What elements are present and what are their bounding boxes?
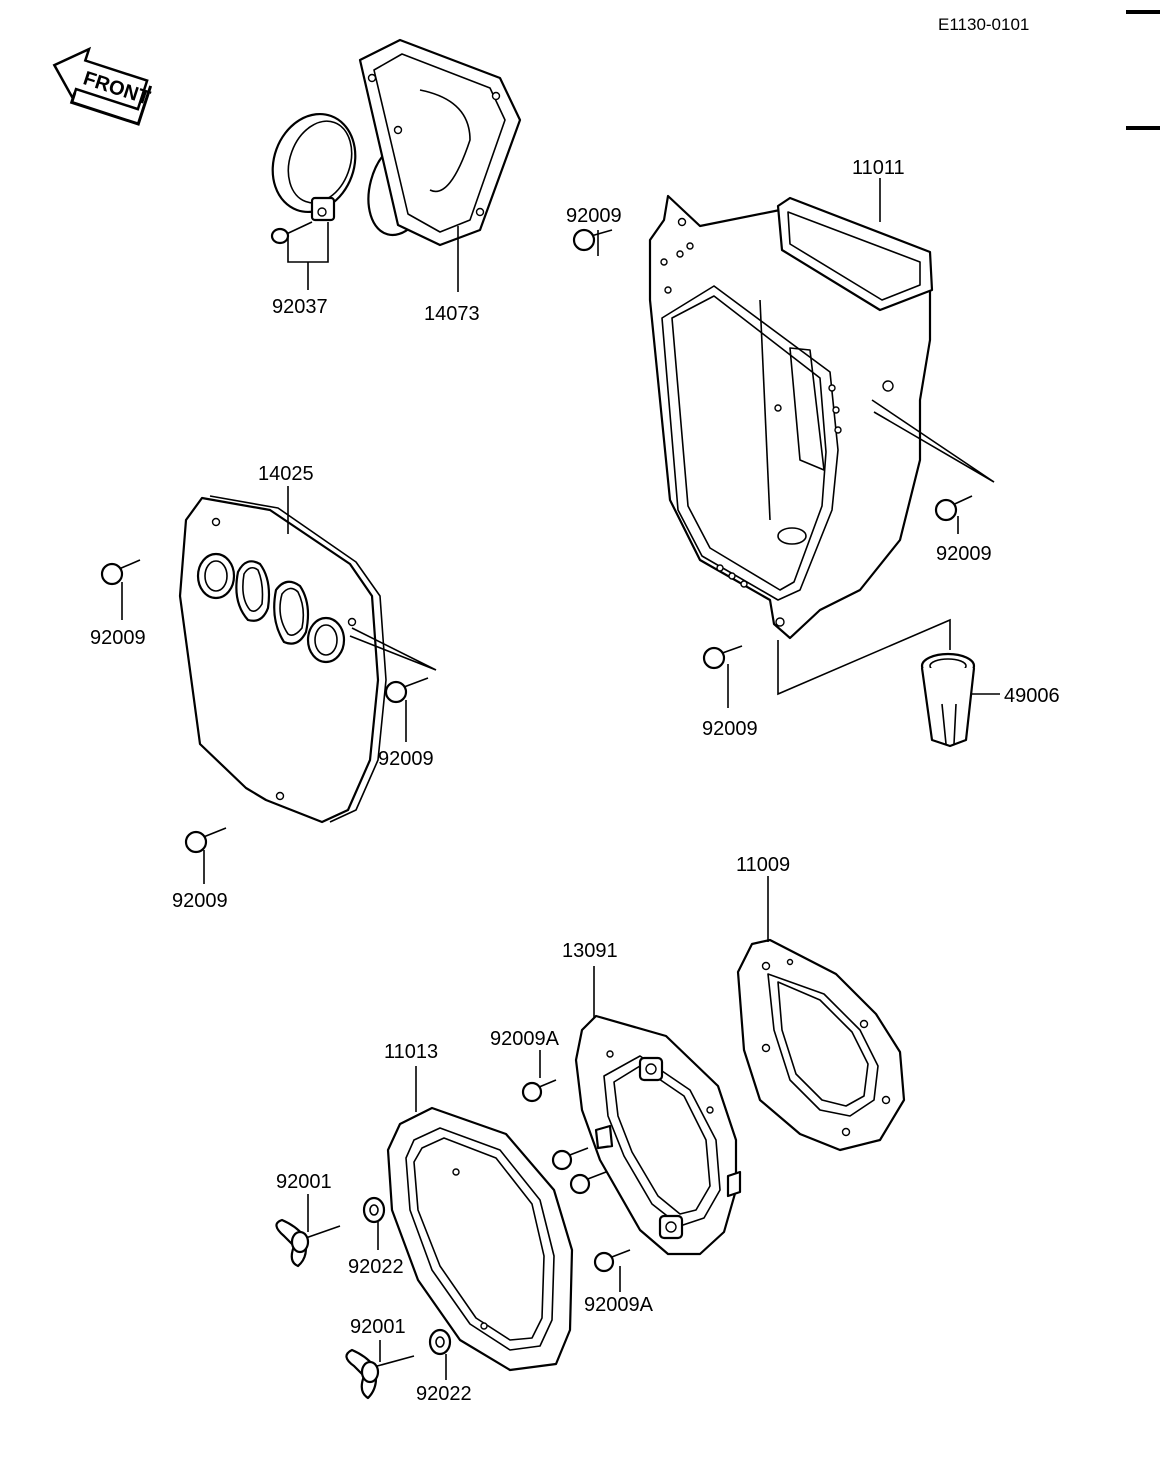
part-92037-screw — [270, 221, 313, 245]
part-92001-wing-bolt-b — [345, 1348, 415, 1400]
part-92009A-screw-mid-1 — [551, 1147, 589, 1171]
callout-14073: 14073 — [424, 303, 480, 325]
leader-49006-bracket — [777, 618, 951, 696]
part-92009A-screw-mid-2 — [569, 1171, 607, 1195]
callout-92022-a: 92022 — [348, 1256, 404, 1278]
callout-92001-a: 92001 — [276, 1171, 332, 1193]
part-14073-duct — [358, 38, 522, 247]
part-92022-washer-a — [362, 1196, 386, 1224]
leader-92009-plate — [349, 627, 437, 742]
front-arrow-icon: FRONT — [52, 46, 153, 126]
callout-49006: 49006 — [1004, 685, 1060, 707]
part-92009A-screw-bottom — [593, 1249, 631, 1273]
part-11011-air-box — [648, 194, 934, 640]
callout-92009-top: 92009 — [566, 205, 622, 227]
callout-14025: 14025 — [258, 463, 314, 485]
part-92009-screw-plate — [384, 677, 429, 704]
part-92009-screw-box-bottom — [702, 645, 743, 670]
part-13091-holder — [574, 1014, 742, 1256]
part-14025-plate — [178, 495, 387, 824]
callout-92009-box-bottom: 92009 — [702, 718, 758, 740]
callout-92009-left: 92009 — [90, 627, 146, 649]
callout-92037: 92037 — [272, 296, 328, 318]
part-92009-screw-left — [100, 559, 141, 586]
part-92009-screw-box-right — [934, 495, 973, 522]
part-11013-cover — [386, 1106, 574, 1372]
part-92009-screw-top — [572, 228, 613, 252]
leader-92037 — [287, 222, 329, 290]
callout-92009-plate: 92009 — [378, 748, 434, 770]
part-11009-gasket — [736, 938, 906, 1152]
part-92037-clamp — [271, 112, 357, 222]
part-49006-drain — [920, 652, 976, 748]
callout-92009A-top: 92009A — [490, 1028, 560, 1050]
part-92009-screw-lower-left — [184, 827, 227, 854]
callout-13091: 13091 — [562, 940, 618, 962]
callout-92009A-bottom: 92009A — [584, 1294, 654, 1316]
part-92009A-screw-top — [521, 1079, 557, 1103]
callout-11009: 11009 — [736, 854, 790, 876]
callout-92022-b: 92022 — [416, 1383, 472, 1405]
diagram-code: E1130-0101 — [938, 15, 1029, 34]
callout-92009-box-right: 92009 — [936, 543, 992, 565]
part-92001-wing-bolt-a — [275, 1218, 341, 1268]
part-92022-washer-b — [428, 1328, 452, 1356]
callout-92009-lower-left: 92009 — [172, 890, 228, 912]
callout-11013: 11013 — [384, 1041, 438, 1063]
callout-92001-b: 92001 — [350, 1316, 406, 1338]
callout-11011: 11011 — [852, 157, 905, 179]
leader-92009-box-right — [871, 399, 995, 534]
